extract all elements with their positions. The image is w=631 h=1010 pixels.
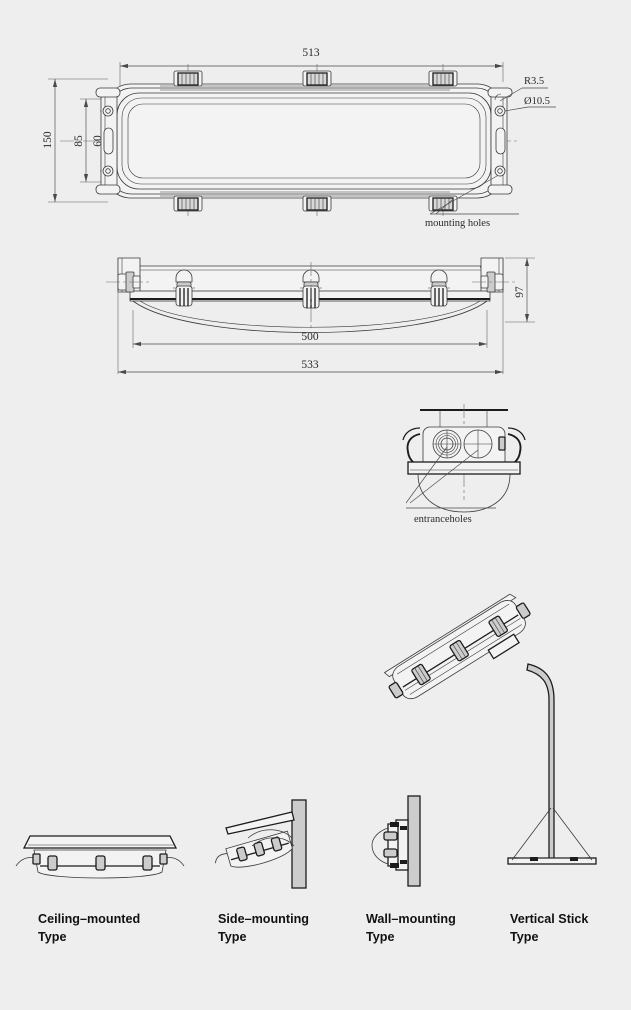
wall-mount-wall xyxy=(407,795,421,887)
vstick-strut-left xyxy=(511,807,552,861)
ceiling-clamp-2 xyxy=(95,855,106,871)
leader-mounting-holes: mounting holes xyxy=(425,175,519,229)
top-view-right-flange xyxy=(487,87,513,195)
side-mount-cable-1 xyxy=(247,829,293,839)
dimension-513-label: 513 xyxy=(302,47,320,59)
wall-mount-luminaire-body xyxy=(387,823,399,867)
label-mounting-holes: mounting holes xyxy=(425,218,490,229)
side-mount-wall xyxy=(291,799,307,889)
mounting-type-labels: Ceiling–mounted Type Side–mounting Type … xyxy=(38,912,589,944)
vstick-clamp-1 xyxy=(411,663,431,686)
wall-mount-diffuser xyxy=(371,827,389,865)
dimension-97: 97 xyxy=(505,257,535,323)
vstick-strut-right xyxy=(552,807,593,861)
front-view-group: 97 500 533 xyxy=(106,257,535,375)
vstick-pole xyxy=(526,663,555,863)
top-view-left-flange xyxy=(95,87,121,195)
top-view-clamp-2 xyxy=(302,70,332,87)
label-ceiling-mounted-line1: Ceiling–mounted xyxy=(38,912,140,926)
end-view-clamp-right xyxy=(506,433,522,467)
top-view-clamp-3 xyxy=(428,70,458,87)
end-view-entrance-hole-1 xyxy=(432,429,462,459)
ceiling-clamp-3 xyxy=(142,855,153,871)
top-view-group: 513 150 85 60 xyxy=(42,47,556,229)
label-r35: R3.5 xyxy=(524,76,544,87)
dimension-500-label: 500 xyxy=(301,331,319,343)
end-view-flange xyxy=(407,461,521,475)
mounting-hole-top xyxy=(494,105,506,117)
dimension-513: 513 xyxy=(119,47,504,90)
illustration-wall-mounting xyxy=(371,795,421,887)
ceiling-panel xyxy=(22,835,178,849)
front-view-clamp-1 xyxy=(173,269,195,307)
vstick-clamp-2 xyxy=(449,639,469,662)
dimension-533: 533 xyxy=(118,359,503,375)
top-view-clamp-6 xyxy=(428,195,458,212)
label-vertical-stick-line1: Vertical Stick xyxy=(510,912,589,926)
label-entranceholes: entranceholes xyxy=(414,514,472,525)
dimension-97-label: 97 xyxy=(514,286,526,298)
end-view-clamp-left xyxy=(406,433,422,467)
leader-dia105: Ø10.5 xyxy=(504,96,556,112)
side-mount-cable-2 xyxy=(251,837,295,847)
side-mount-luminaire xyxy=(215,830,293,868)
top-view-diffuser xyxy=(116,92,492,190)
ceiling-clamp-1 xyxy=(47,855,58,871)
label-wall-mounting-line1: Wall–mounting xyxy=(366,912,456,926)
label-side-mounting-line2: Type xyxy=(218,930,246,944)
front-view-clamp-2 xyxy=(300,262,322,330)
end-view-group: entranceholes xyxy=(402,404,526,525)
front-view-gland-left xyxy=(106,271,150,293)
leader-entranceholes: entranceholes xyxy=(405,446,496,525)
dimension-150: 150 xyxy=(42,78,108,203)
side-mount-arm xyxy=(225,811,295,835)
illustration-ceiling-mounted xyxy=(15,835,185,879)
top-view-clamp-5 xyxy=(302,195,332,212)
top-view-diffuser-inner2 xyxy=(127,103,481,179)
front-view-gland-right xyxy=(472,271,516,293)
front-view-diffuser-curve xyxy=(132,300,488,333)
illustration-vertical-stick xyxy=(383,593,597,865)
end-view-entrance-hole-2 xyxy=(463,429,493,459)
vstick-base-plate xyxy=(507,857,597,865)
label-vertical-stick-line2: Type xyxy=(510,930,538,944)
label-dia105: Ø10.5 xyxy=(524,96,550,107)
dimension-500: 500 xyxy=(132,310,488,348)
illustration-side-mounting xyxy=(215,799,307,889)
top-view-clamp-1 xyxy=(173,70,203,87)
dimension-60-label: 60 xyxy=(92,135,104,147)
vstick-clamp-3 xyxy=(488,615,508,638)
mounting-hole-bottom xyxy=(494,165,506,177)
end-view-diffuser xyxy=(417,473,511,513)
dimension-533-label: 533 xyxy=(301,359,319,371)
dimension-150-label: 150 xyxy=(42,131,54,149)
label-wall-mounting-line2: Type xyxy=(366,930,394,944)
end-view-gland xyxy=(498,436,506,451)
top-view-diffuser-inner xyxy=(121,97,487,185)
top-view-clamp-4 xyxy=(173,195,203,212)
leader-r35: R3.5 xyxy=(499,76,548,102)
front-view-clamp-3 xyxy=(428,269,450,307)
vstick-luminaire xyxy=(383,593,531,700)
label-side-mounting-line1: Side–mounting xyxy=(218,912,309,926)
label-ceiling-mounted-line2: Type xyxy=(38,930,66,944)
